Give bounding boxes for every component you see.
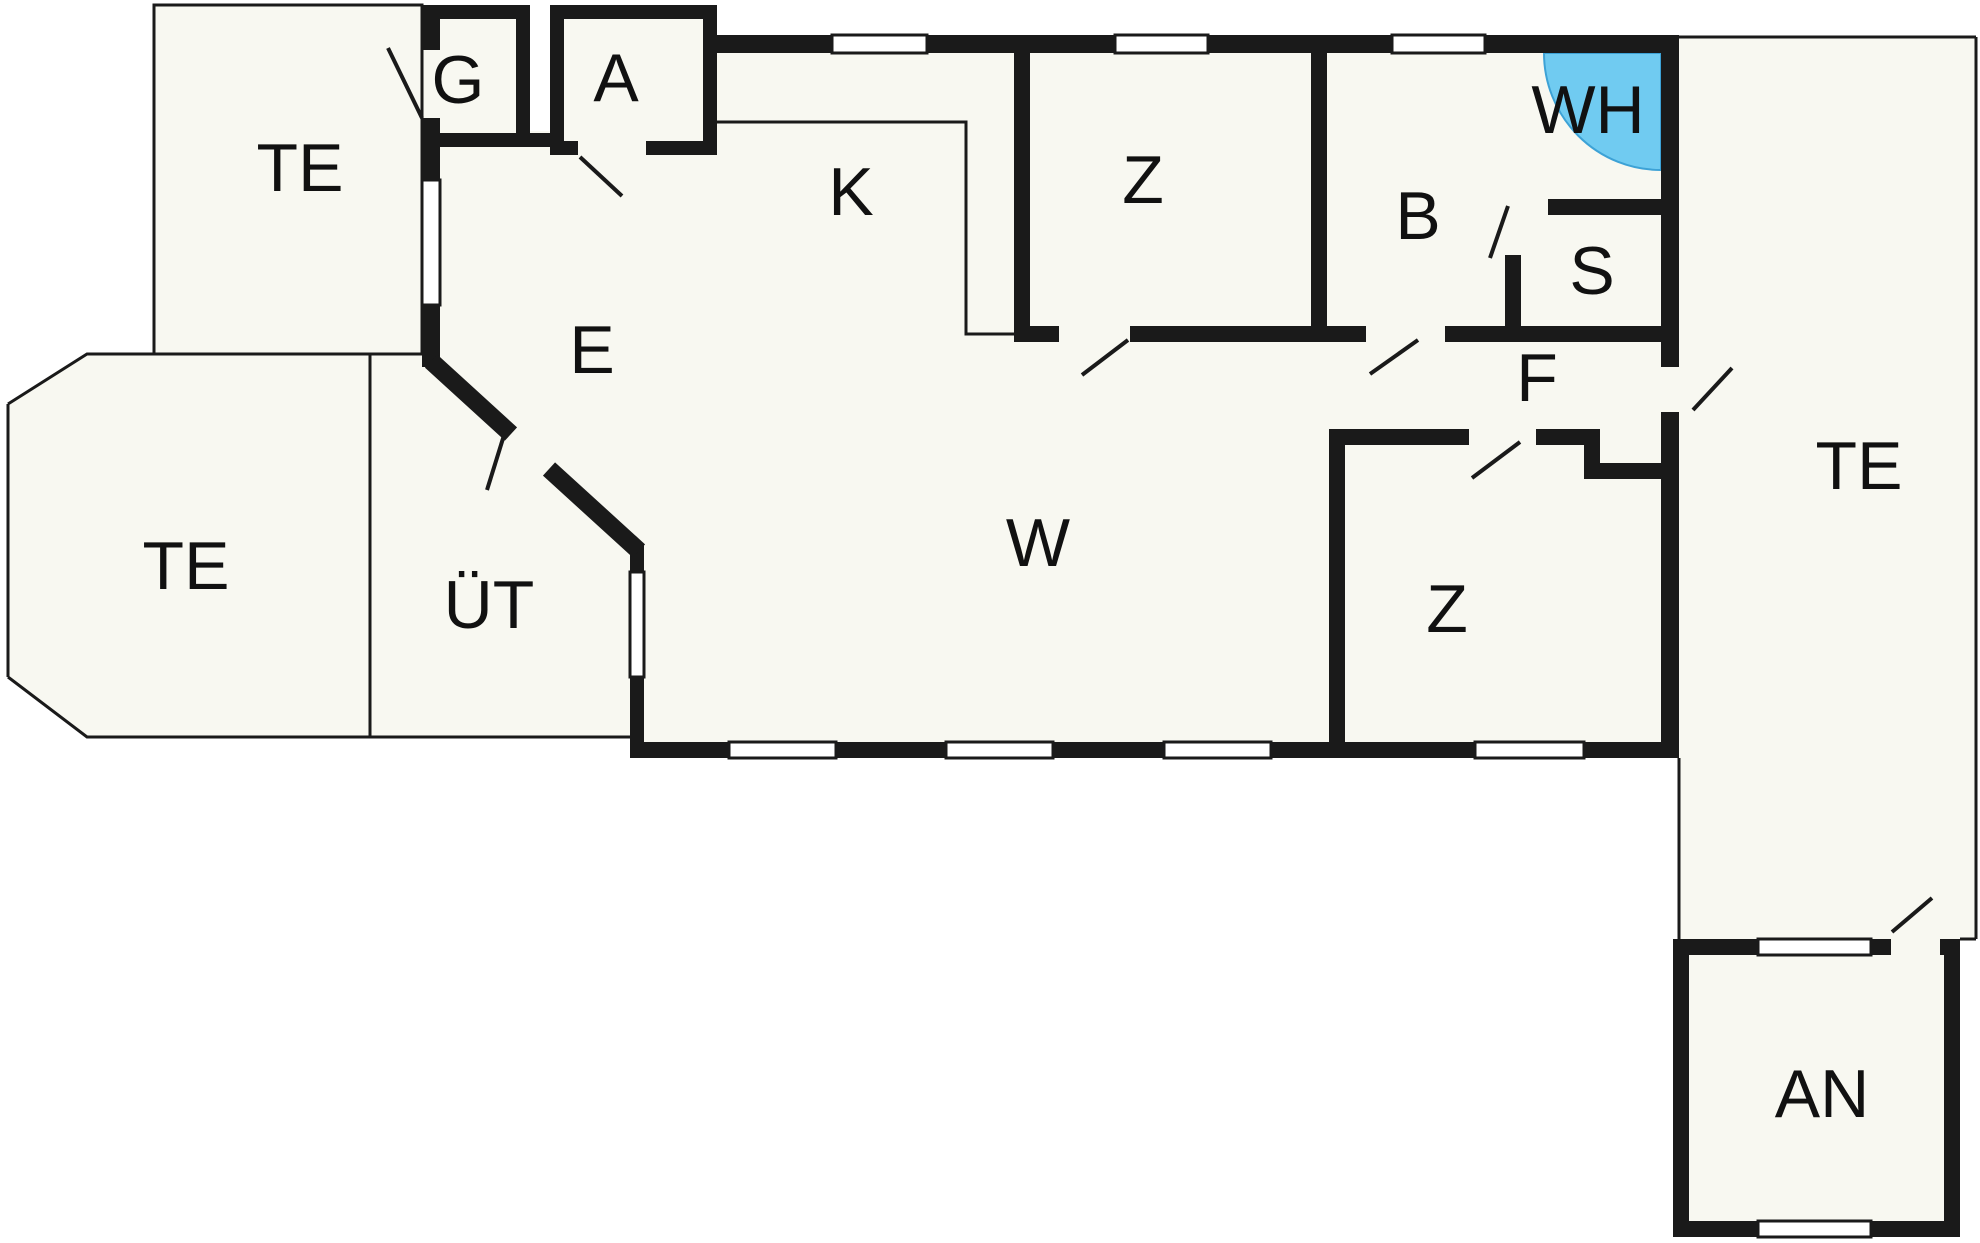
room-label-z-bottom: Z: [1426, 571, 1468, 647]
door-icon: [1368, 338, 1420, 376]
room-label-te-left: TE: [143, 528, 230, 604]
door-icon: [1470, 440, 1522, 480]
window-icon: [1390, 33, 1487, 55]
room-label-te-top-left: TE: [257, 130, 344, 206]
window-icon: [727, 740, 838, 760]
windows: [420, 33, 1873, 1239]
room-label-uet: ÜT: [444, 567, 535, 643]
water-heater-icon: [1542, 52, 1662, 172]
window-icon: [1756, 1219, 1873, 1239]
window-icon: [830, 33, 929, 55]
terrace-left-top-edge: [7, 352, 422, 406]
room-label-e: E: [569, 312, 614, 388]
room-labels: TE G A K E Z B WH S F W Z ÜT TE TE AN: [143, 40, 1903, 1132]
door-icon: [386, 47, 424, 119]
room-label-an: AN: [1775, 1056, 1869, 1132]
kitchen-boundary-line: [717, 120, 1014, 336]
room-label-g: G: [432, 42, 485, 118]
room-label-z-top: Z: [1122, 142, 1164, 218]
room-label-w: W: [1006, 505, 1070, 581]
window-icon: [1162, 740, 1273, 760]
room-label-s: S: [1569, 233, 1614, 309]
window-icon: [944, 740, 1055, 760]
window-icon: [628, 570, 646, 679]
door-icon: [578, 155, 624, 198]
door-icon: [1488, 205, 1510, 259]
window-icon: [1756, 937, 1873, 957]
door-icon: [485, 431, 507, 491]
door-icon: [1890, 896, 1934, 934]
room-label-te-right: TE: [1816, 428, 1903, 504]
room-label-wh: WH: [1531, 72, 1644, 148]
terrace-outlines: [6, 3, 1978, 941]
terrace-left-bottom-edge: [7, 675, 634, 739]
door-icon: [1080, 338, 1130, 377]
doors: [386, 47, 1934, 934]
walls: [422, 5, 1960, 1237]
room-label-k: K: [828, 154, 873, 230]
floor-areas: [8, 5, 1976, 1237]
window-icon: [1113, 33, 1210, 55]
room-label-f: F: [1516, 340, 1558, 416]
window-icon: [420, 178, 442, 307]
door-icon: [1691, 366, 1734, 412]
window-icon: [1473, 740, 1586, 760]
room-label-a: A: [593, 40, 639, 116]
room-label-b: B: [1395, 178, 1440, 254]
